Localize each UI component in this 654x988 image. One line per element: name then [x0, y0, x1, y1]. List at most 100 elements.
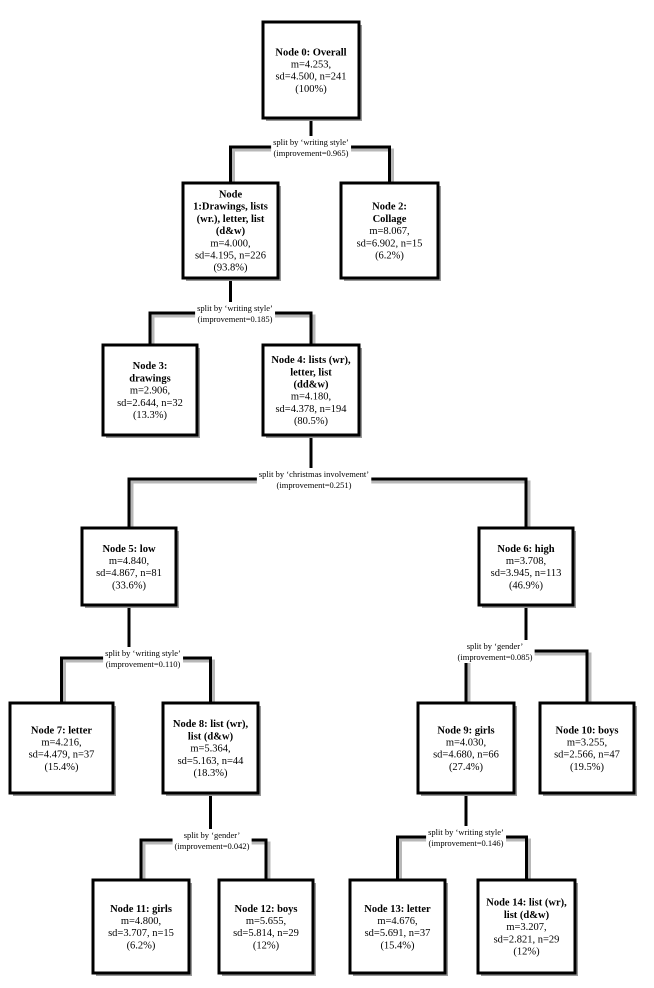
split-label-background [195, 302, 276, 325]
node-stat: (18.3%) [193, 768, 228, 779]
node-title: (dd&w) [293, 380, 329, 391]
node-title: Node 3: [133, 361, 168, 372]
node-title: 1:Drawings, lists [193, 202, 268, 213]
tree-node-8: Node 8: list (wr),list (d&w)m=5.364,sd=5… [161, 701, 261, 796]
split-improvement: (improvement=0.085) [458, 652, 533, 662]
node-stat: (12%) [253, 940, 280, 951]
node-stat: m=3.708, [506, 556, 546, 567]
node-stat: (93.8%) [213, 263, 248, 274]
split-label: split by ‘writing style’ [105, 648, 181, 658]
node-stat: m=3.255, [567, 738, 607, 749]
node-stat: sd=6.902, n=15 [357, 238, 423, 249]
node-stat: m=5.655, [246, 916, 286, 927]
node-stat: (6.2%) [375, 251, 404, 262]
split-label-1: split by ‘writing style’(improvement=0.1… [195, 302, 276, 325]
split-improvement: (improvement=0.110) [106, 659, 181, 669]
split-improvement: (improvement=0.146) [429, 838, 504, 848]
split-label: split by ‘gender’ [467, 641, 524, 651]
node-stat: m=4.676, [377, 916, 417, 927]
node-title: Node 6: high [497, 544, 554, 555]
node-stat: (13.3%) [133, 410, 168, 421]
node-stat: (6.2%) [127, 940, 156, 951]
node-stat: m=5.364, [190, 744, 230, 755]
node-stat: sd=4.500, n=241 [275, 72, 346, 83]
node-stat: sd=2.821, n=29 [494, 934, 560, 945]
split-label: split by ‘writing style’ [273, 137, 349, 147]
tree-node-4: Node 4: lists (wr),letter, list(dd&w)m=4… [261, 343, 362, 438]
split-improvement: (improvement=0.042) [175, 841, 250, 851]
node-stat: m=2.906, [130, 386, 170, 397]
node-title: Node 11: girls [110, 904, 172, 915]
split-improvement: (improvement=0.965) [274, 148, 349, 158]
split-improvement: (improvement=0.251) [277, 480, 352, 490]
node-stat: m=4.000, [210, 238, 250, 249]
split-improvement: (improvement=0.185) [198, 314, 273, 324]
node-stat: sd=2.566, n=47 [554, 750, 620, 761]
node-stat: (15.4%) [380, 940, 415, 951]
node-stat: (19.5%) [570, 762, 605, 773]
node-title: Node 9: girls [437, 725, 494, 736]
node-stat: sd=4.479, n=37 [29, 750, 95, 761]
split-label-9: split by ‘writing style’(improvement=0.1… [426, 826, 507, 849]
node-box [348, 878, 447, 975]
node-title: (d&w) [216, 226, 246, 237]
node-stat: m=4.253, [291, 60, 331, 71]
node-stat: sd=2.644, n=32 [117, 398, 183, 409]
node-stat: m=4.216, [41, 738, 81, 749]
node-stat: m=4.030, [446, 738, 486, 749]
node-title: Node 10: boys [555, 725, 618, 736]
node-stat: m=4.800, [121, 916, 161, 927]
split-label-8: split by ‘gender’(improvement=0.042) [172, 829, 252, 852]
split-label: split by ‘gender’ [184, 830, 241, 840]
tree-node-0: Node 0: Overall m=4.253,sd=4.500, n=241(1… [261, 20, 362, 121]
node-title: Node 5: low [102, 544, 155, 555]
node-stat: (12%) [513, 947, 540, 958]
node-box [476, 878, 577, 975]
node-stat: (100%) [295, 84, 327, 95]
node-box [477, 526, 575, 607]
split-label-background [172, 829, 252, 852]
node-title: letter, list [290, 367, 332, 378]
split-label-background [426, 826, 507, 849]
node-box [416, 701, 516, 795]
node-title: drawings [129, 373, 170, 384]
node-stat: sd=4.867, n=81 [96, 568, 162, 579]
node-stat: m=4.840, [109, 556, 149, 567]
node-stat: sd=3.945, n=113 [491, 568, 562, 579]
node-stat: sd=4.378, n=194 [275, 404, 347, 415]
node-stat: (46.9%) [509, 580, 544, 591]
node-title: (wr.), letter, list [197, 214, 265, 225]
split-label-background [271, 136, 352, 159]
node-title: Node 0: Overall [275, 47, 346, 58]
node-box [80, 526, 178, 607]
node-stat: sd=4.195, n=226 [195, 251, 266, 262]
node-stat: m=3.207, [506, 922, 546, 933]
node-box [101, 343, 199, 437]
node-box [91, 878, 191, 975]
node-box [538, 701, 636, 795]
node-stat: sd=4.680, n=66 [433, 750, 499, 761]
node-stat: (15.4%) [44, 762, 79, 773]
node-stat: sd=5.691, n=37 [365, 928, 431, 939]
node-stat: sd=3.707, n=15 [108, 928, 174, 939]
node-stat: sd=5.163, n=44 [178, 756, 245, 767]
split-label: split by ‘writing style’ [197, 303, 273, 313]
node-title: list (d&w) [504, 910, 550, 921]
node-title: Node [219, 190, 243, 201]
node-box [161, 701, 260, 795]
node-box [261, 20, 361, 120]
split-label-background [256, 468, 372, 491]
node-title: Node 2: [372, 202, 407, 213]
split-label: split by ‘writing style’ [428, 827, 504, 837]
split-label-background [455, 640, 535, 663]
